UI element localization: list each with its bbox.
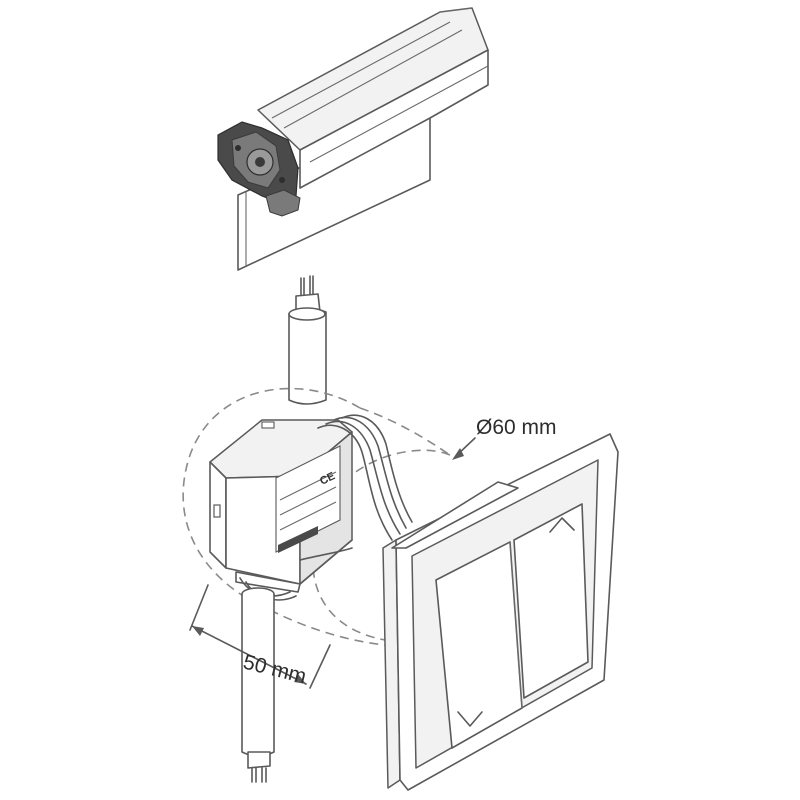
diameter-label: Ø60 mm [476,416,557,439]
motor-cable [288,275,327,405]
motor-head [217,121,301,217]
chevron-down-icon [457,711,483,727]
housing-front [299,49,489,189]
diameter-callout: Ø60 mm [452,416,557,460]
chevron-up-icon [549,517,575,533]
receiver-module: CE [209,419,353,593]
wall-switch [382,433,619,791]
supply-cable [241,587,275,783]
switch-rocker-right [513,503,589,699]
roller-shutter-box [217,7,489,271]
